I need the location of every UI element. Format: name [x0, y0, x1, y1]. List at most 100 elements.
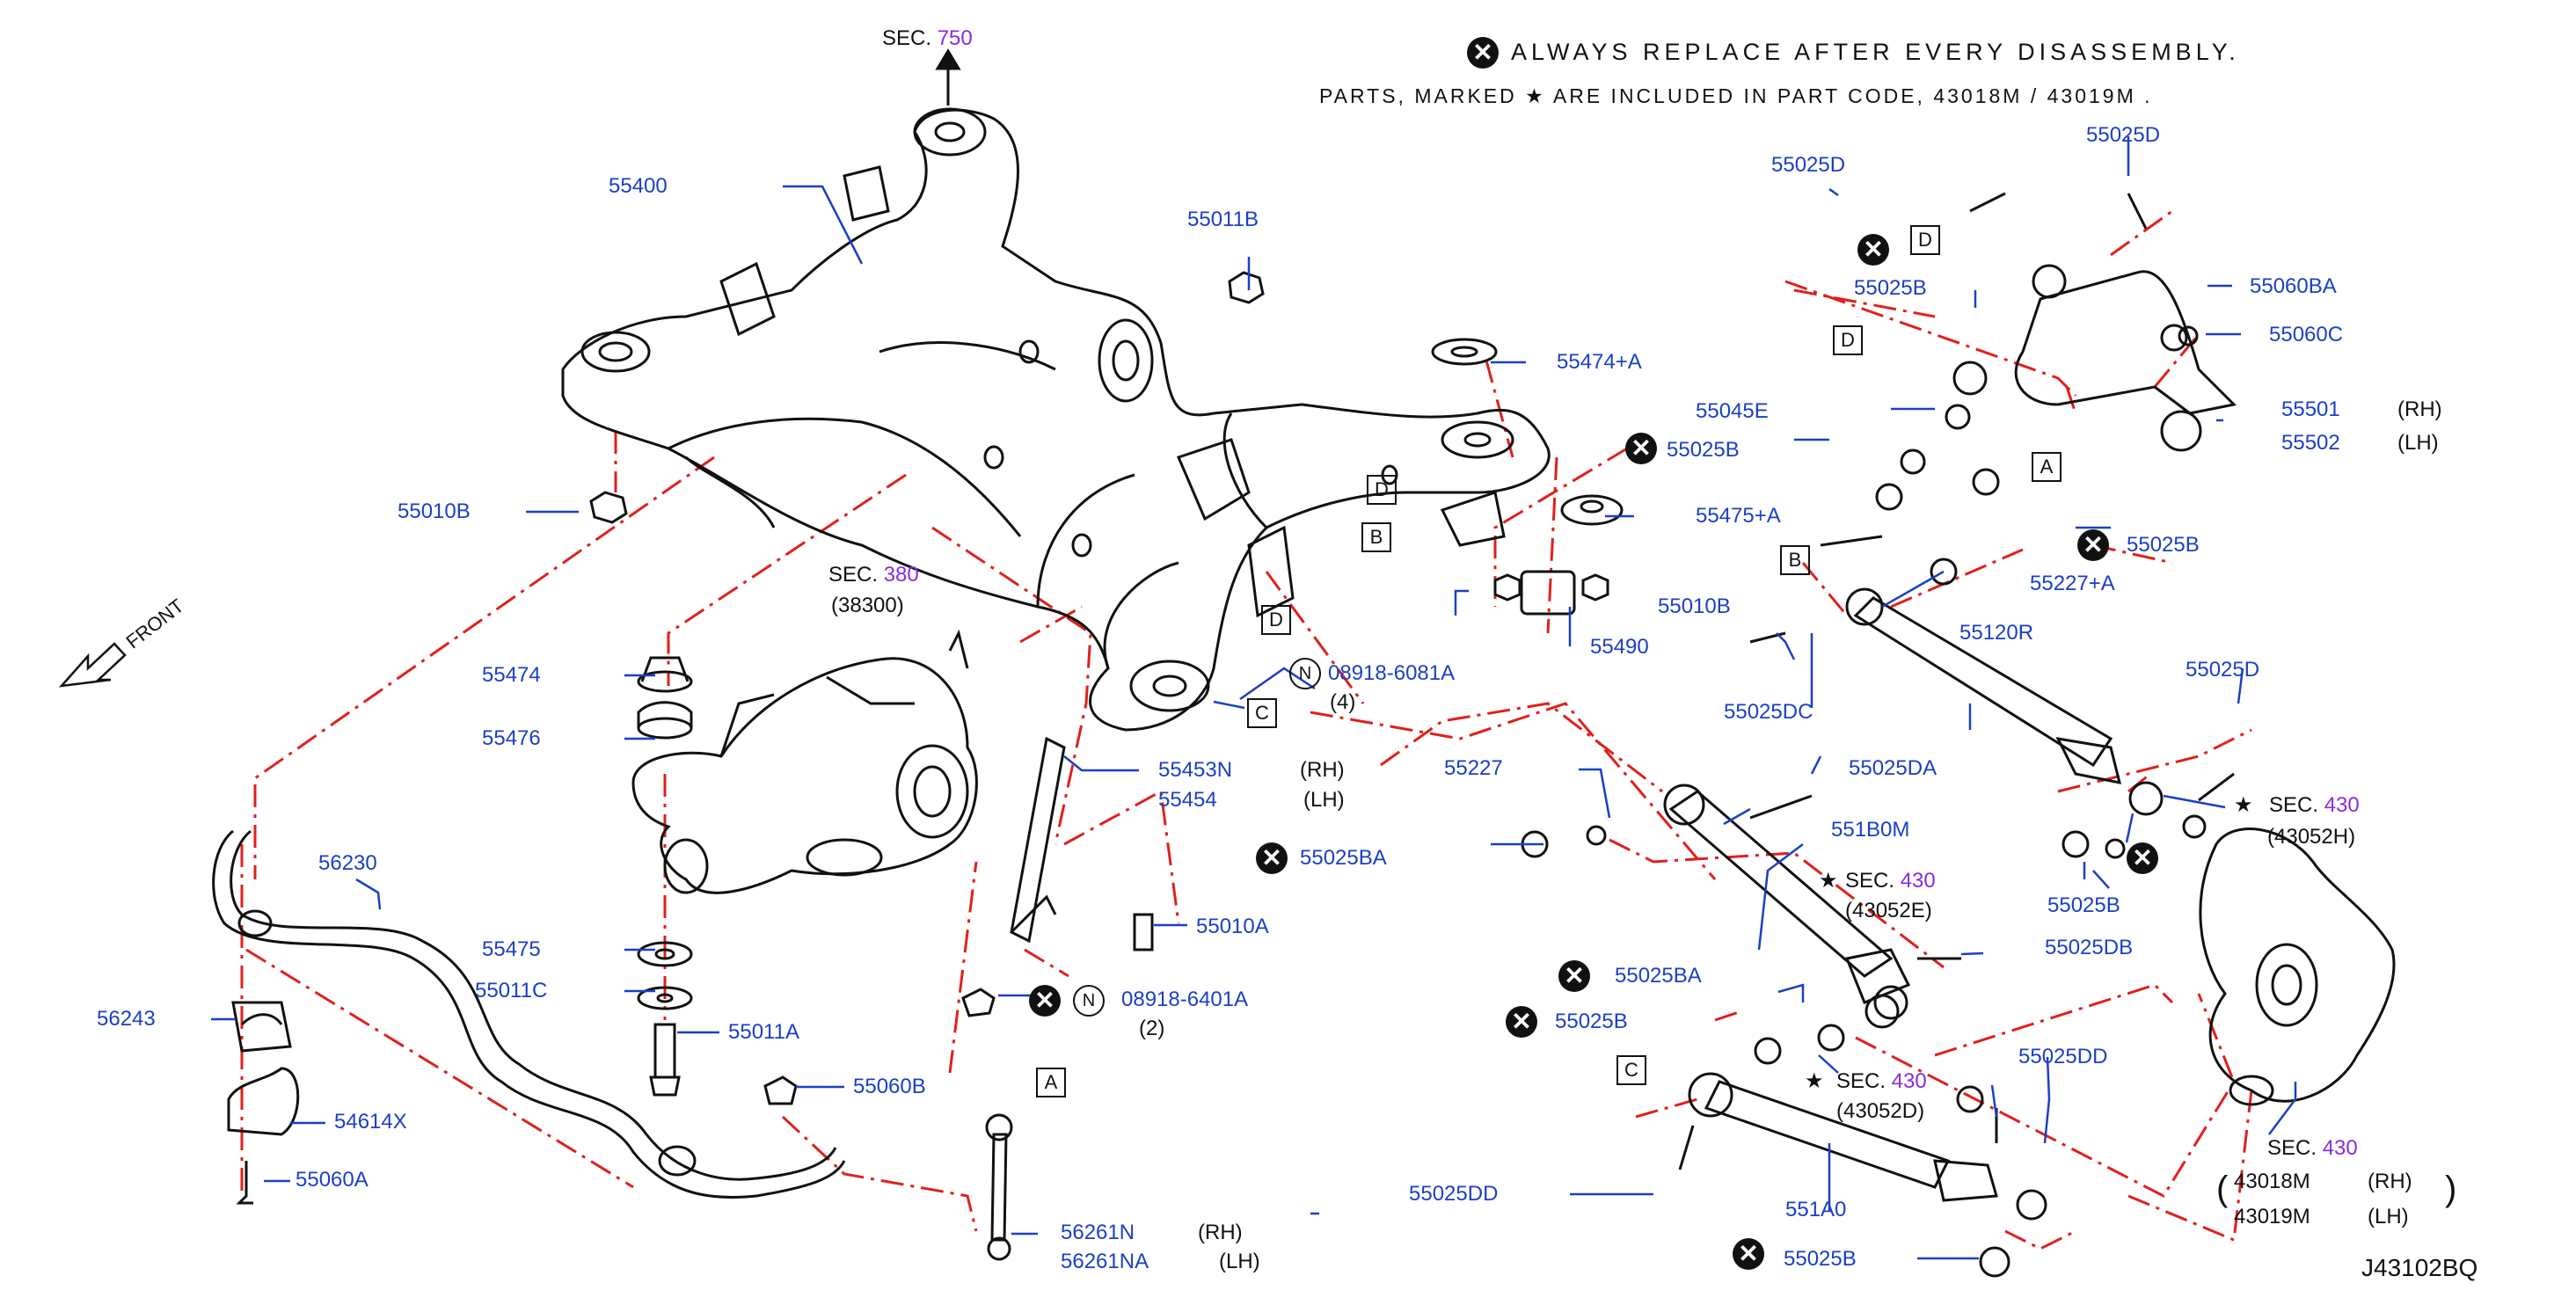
side-rh: (RH)	[1198, 1221, 1243, 1244]
sec750-label[interactable]: SEC. 750	[882, 26, 973, 50]
sec430-e-label[interactable]: SEC. 430	[1845, 869, 1936, 893]
replace-x-icon: ✕	[1467, 37, 1499, 69]
part-56261NA[interactable]: 56261NA	[1061, 1250, 1149, 1273]
part-55474A[interactable]: 55474+A	[1557, 350, 1642, 374]
part-55025B-upper[interactable]: 55025B	[1854, 276, 1927, 300]
part-55025B-right[interactable]: 55025B	[2047, 893, 2120, 917]
replace-x-icon: ✕	[1029, 985, 1061, 1017]
part-56261N[interactable]: 56261N	[1061, 1221, 1135, 1244]
part-55011B[interactable]: 55011B	[1187, 208, 1259, 231]
part-55060A[interactable]: 55060A	[296, 1168, 369, 1192]
part-55045E[interactable]: 55045E	[1696, 399, 1769, 423]
part-55475A[interactable]: 55475+A	[1696, 504, 1781, 528]
replace-x-icon: ✕	[2077, 529, 2109, 561]
replace-x-icon: ✕	[1506, 1006, 1537, 1038]
sec380-sub: (38300)	[831, 594, 904, 617]
part-551A0[interactable]: 551A0	[1785, 1198, 1847, 1221]
diff-mount-stack	[637, 656, 693, 1097]
part-55476[interactable]: 55476	[482, 726, 541, 750]
side-lh: (LH)	[1219, 1250, 1260, 1273]
part-55474[interactable]: 55474	[482, 663, 541, 687]
part-55025B-lower[interactable]: 55025B	[1555, 1010, 1628, 1033]
part-08918-6081A[interactable]: 08918-6081A	[1328, 661, 1456, 685]
part-55453N[interactable]: 55453N	[1158, 758, 1233, 782]
part-08918-6401A[interactable]: 08918-6401A	[1121, 988, 1249, 1011]
part-55120R[interactable]: 55120R	[1959, 621, 2034, 645]
knuckle-lh-code: 43019M	[2234, 1205, 2310, 1228]
part-55025B-top[interactable]: 55025B	[1667, 438, 1740, 462]
sec430-knuckle-label[interactable]: SEC. 430	[2267, 1136, 2358, 1160]
differential-assembly	[631, 629, 978, 894]
part-55011A[interactable]: 55011A	[728, 1020, 799, 1044]
sec430-d-sub: (43052D)	[1836, 1099, 1925, 1123]
part-55025DD-right[interactable]: 55025DD	[2018, 1045, 2108, 1068]
part-55025BA-left[interactable]: 55025BA	[1300, 846, 1387, 870]
replace-x-icon: ✕	[1733, 1238, 1764, 1270]
side-rh: (RH)	[2397, 397, 2442, 421]
part-55025DC[interactable]: 55025DC	[1724, 700, 1813, 724]
part-55010B-right[interactable]: 55010B	[1658, 594, 1731, 618]
part-55025B-bottom[interactable]: 55025B	[1784, 1247, 1857, 1271]
star-icon: ★	[1805, 1069, 1824, 1093]
diagram-code: J43102BQ	[2361, 1254, 2478, 1281]
callout-a-link: A	[1036, 1068, 1066, 1097]
part-55227A[interactable]: 55227+A	[2030, 572, 2115, 595]
leader-lines	[211, 136, 2297, 1260]
sec430-h-sub: (43052H)	[2267, 825, 2356, 849]
replace-note: ALWAYS REPLACE AFTER EVERY DISASSEMBLY.	[1511, 39, 2240, 65]
part-55060B[interactable]: 55060B	[853, 1075, 926, 1098]
sec430-d-label[interactable]: SEC. 430	[1836, 1069, 1927, 1093]
part-55060BA[interactable]: 55060BA	[2250, 274, 2337, 298]
part-55025DD-left[interactable]: 55025DD	[1409, 1182, 1499, 1206]
n-callout: N	[1289, 658, 1321, 689]
fasteners	[589, 192, 2235, 1278]
part-55025DB[interactable]: 55025DB	[2045, 936, 2134, 959]
callout-d-upper-arm-2: D	[1833, 325, 1863, 355]
knuckle-rh-code: 43018M	[2234, 1170, 2310, 1193]
knuckle-rh-side: (RH)	[2368, 1170, 2412, 1193]
part-55454[interactable]: 55454	[1158, 788, 1217, 812]
assembly-centerlines	[240, 209, 2253, 1250]
part-55011C[interactable]: 55011C	[475, 979, 548, 1002]
callout-b-crossmember: B	[1361, 522, 1391, 552]
sec430-h-label[interactable]: SEC. 430	[2269, 793, 2360, 817]
part-55025D-upper-left[interactable]: 55025D	[1771, 153, 1846, 177]
part-55490[interactable]: 55490	[1590, 635, 1649, 659]
callout-c-crossmember: C	[1247, 698, 1277, 728]
part-55025D-upper-right[interactable]: 55025D	[2086, 123, 2161, 147]
replace-x-icon: ✕	[1558, 960, 1590, 992]
part-55010B-left[interactable]: 55010B	[398, 499, 471, 523]
part-55060C[interactable]: 55060C	[2269, 323, 2344, 346]
part-55025D-right[interactable]: 55025D	[2186, 658, 2260, 682]
part-55025DA[interactable]: 55025DA	[1849, 756, 1937, 780]
part-551B0M[interactable]: 551B0M	[1831, 818, 1910, 842]
part-55025BA-lower[interactable]: 55025BA	[1615, 964, 1702, 988]
replace-x-icon: ✕	[1625, 433, 1657, 464]
replace-x-icon: ✕	[1256, 842, 1288, 874]
replace-x-icon: ✕	[2127, 842, 2158, 874]
part-55227[interactable]: 55227	[1444, 756, 1503, 780]
part-55501[interactable]: 55501	[2281, 397, 2340, 421]
callout-d-upper-arm: D	[1910, 225, 1940, 255]
parts-note: PARTS, MARKED ★ ARE INCLUDED IN PART COD…	[1319, 84, 2153, 107]
part-55502[interactable]: 55502	[2281, 431, 2340, 455]
callout-a-upper-arm: A	[2032, 452, 2062, 482]
part-55475[interactable]: 55475	[482, 937, 541, 961]
part-55400[interactable]: 55400	[609, 174, 668, 198]
side-rh: (RH)	[1300, 758, 1345, 782]
part-54614X[interactable]: 54614X	[334, 1110, 407, 1134]
part-55025B-link-b[interactable]: 55025B	[2127, 533, 2200, 557]
knuckle-bracket-right: )	[2445, 1170, 2457, 1208]
part-55010A[interactable]: 55010A	[1196, 915, 1269, 938]
callout-c-link: C	[1616, 1055, 1646, 1085]
part-56243[interactable]: 56243	[97, 1007, 156, 1031]
star-icon: ★	[1819, 869, 1838, 893]
stabilizer-bar-56230	[212, 829, 846, 1205]
callout-d-crossmember: D	[1367, 475, 1397, 505]
star-icon: ★	[2234, 793, 2253, 817]
part-56230[interactable]: 56230	[318, 851, 377, 875]
qty-2: (2)	[1139, 1017, 1165, 1040]
sec430-e-sub: (43052E)	[1845, 899, 1932, 922]
sec380-label[interactable]: SEC. 380	[828, 563, 919, 587]
